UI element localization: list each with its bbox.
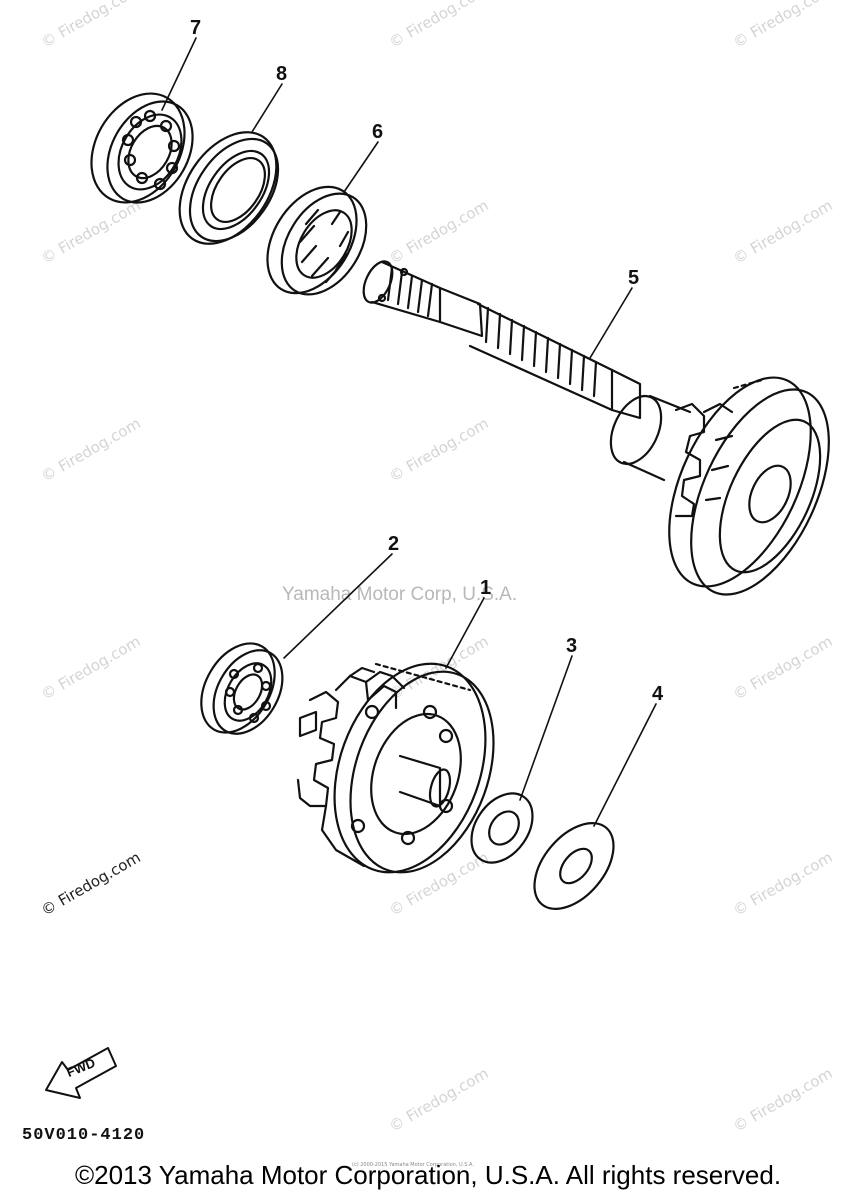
copyright-notice: ©2013 Yamaha Motor Corporation, U.S.A. A…	[74, 1160, 782, 1190]
callout-4: 4	[652, 683, 664, 705]
leader-1	[445, 597, 485, 669]
bearing-part-7	[90, 92, 194, 204]
leader-lines	[161, 37, 657, 827]
callout-1: 1	[480, 577, 492, 599]
callout-7: 7	[190, 17, 202, 39]
leader-7	[161, 37, 197, 111]
washer-part-3	[470, 792, 534, 864]
leader-2	[283, 553, 393, 659]
part-code: 50V010-4120	[22, 1126, 146, 1145]
callout-2: 2	[388, 533, 400, 555]
washer-part-4	[533, 822, 615, 910]
callout-6: 6	[372, 121, 384, 143]
leader-5	[589, 287, 633, 359]
callout-5: 5	[628, 267, 640, 289]
callout-3: 3	[566, 635, 578, 657]
seal-part-8	[178, 131, 280, 245]
needle-bearing-part-6	[266, 185, 368, 296]
gear-part-1	[296, 662, 495, 874]
leader-4	[593, 703, 657, 827]
leader-6	[343, 141, 379, 193]
leader-8	[251, 83, 283, 133]
shaft-part-5	[362, 260, 830, 596]
center-watermark: Yamaha Motor Corp, U.S.A.	[282, 584, 518, 605]
callout-8: 8	[276, 63, 288, 85]
leader-3	[519, 655, 573, 801]
fwd-arrow	[45, 1047, 117, 1099]
fine-print: (c) 2000-2015 Yamaha Motor Corporation, …	[352, 1162, 474, 1168]
bearing-part-2	[200, 642, 284, 735]
